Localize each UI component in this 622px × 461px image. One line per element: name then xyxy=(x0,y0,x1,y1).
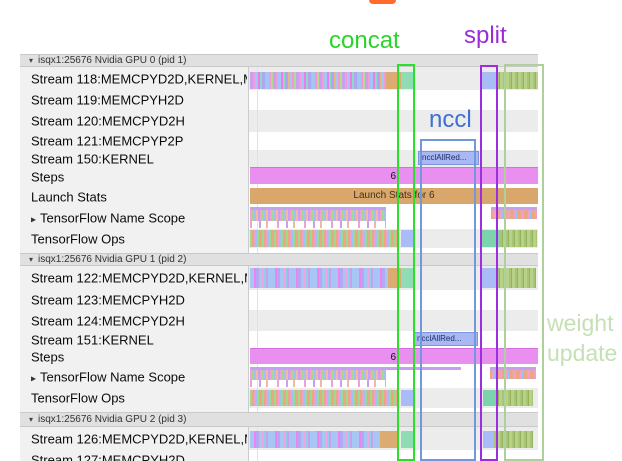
name-scope-topline[interactable] xyxy=(491,207,537,210)
track-row-stream-118: Stream 118:MEMCPYD2D,KERNEL,ME xyxy=(0,67,622,90)
name-scope-label: TensorFlow Name Scope xyxy=(40,210,186,225)
step-number: 6 xyxy=(390,171,396,182)
track-label-name-scope[interactable]: ▸TensorFlow Name Scope xyxy=(31,370,247,385)
name-scope-topline[interactable] xyxy=(250,207,386,210)
concat-event-bar[interactable] xyxy=(401,72,415,89)
track-label-name-scope[interactable]: ▸TensorFlow Name Scope xyxy=(31,210,247,225)
tf-ops-events-bar[interactable] xyxy=(500,230,537,247)
track-row-stream-124: Stream 124:MEMCPYD2H xyxy=(0,310,622,331)
kernel-events-bar[interactable] xyxy=(250,72,386,89)
nccl-annotation-rect xyxy=(420,139,476,461)
step-number: 6 xyxy=(390,352,396,363)
track-label-stream-123: Stream 123:MEMCPYH2D xyxy=(31,292,185,308)
process-header-gpu2[interactable]: ▾ isqx1:25676 Nvidia GPU 2 (pid 3) xyxy=(20,412,538,427)
track-row-name-scope-gpu1: ▸TensorFlow Name Scope xyxy=(0,366,622,388)
collapse-icon[interactable]: ▾ xyxy=(29,255,34,264)
launch-stats-bar[interactable]: Launch Stats for 6 xyxy=(250,188,538,204)
name-scope-events-bar[interactable] xyxy=(250,210,386,221)
track-label-tf-ops: TensorFlow Ops xyxy=(31,231,125,246)
track-label-stream-126: Stream 126:MEMCPYD2D,KERNEL,MI xyxy=(31,431,247,446)
name-scope-ticks[interactable] xyxy=(250,221,386,228)
track-label-steps: Steps xyxy=(31,169,65,185)
track-label-stream-119: Stream 119:MEMCPYH2D xyxy=(31,92,184,108)
process-header-label: isqx1:25676 Nvidia GPU 0 (pid 1) xyxy=(38,55,187,66)
track-row-stream-121: Stream 121:MEMCPYP2P xyxy=(0,132,622,150)
weight-update-events-bar[interactable] xyxy=(494,431,533,448)
track-label-stream-120: Stream 120:MEMCPYD2H xyxy=(31,113,185,129)
track-row-stream-119: Stream 119:MEMCPYH2D xyxy=(0,90,622,110)
clipped-orange-annotation xyxy=(369,0,396,4)
process-header-label: isqx1:25676 Nvidia GPU 2 (pid 3) xyxy=(38,414,187,425)
split-annotation-rect xyxy=(480,65,498,461)
process-header-label: isqx1:25676 Nvidia GPU 1 (pid 2) xyxy=(38,254,187,265)
track-label-stream-118: Stream 118:MEMCPYD2D,KERNEL,ME xyxy=(31,71,247,86)
track-row-stream-123: Stream 123:MEMCPYH2D xyxy=(0,290,622,310)
weight-update-line2: update xyxy=(547,340,618,366)
track-label-stream-150: Stream 150:KERNEL xyxy=(31,151,154,166)
concat-annotation-label: concat xyxy=(329,27,400,54)
name-scope-topline[interactable] xyxy=(250,367,461,370)
track-row-launch-stats: Launch Stats Launch Stats for 6 xyxy=(0,187,622,206)
track-label-stream-127: Stream 127:MEMCPYH2D xyxy=(31,452,185,461)
track-row-stream-150: Stream 150:KERNEL ncclAllRed... xyxy=(0,150,622,167)
track-label-stream-122: Stream 122:MEMCPYD2D,KERNEL,MI xyxy=(31,270,247,286)
weight-update-annotation-rect xyxy=(504,64,544,461)
concat-annotation-rect xyxy=(397,64,415,461)
name-scope-ticks[interactable] xyxy=(250,380,386,387)
process-header-gpu1[interactable]: ▾ isqx1:25676 Nvidia GPU 1 (pid 2) xyxy=(20,253,538,266)
track-row-stream-151: Stream 151:KERNEL ncclAllRed... xyxy=(0,331,622,348)
track-row-stream-120: Stream 120:MEMCPYD2H xyxy=(0,110,622,132)
weight-update-annotation-label: weight update xyxy=(547,308,617,368)
split-event-bar[interactable] xyxy=(483,431,494,448)
name-scope-events-bar[interactable] xyxy=(250,370,386,380)
memcpy-event-bar[interactable] xyxy=(380,431,398,448)
name-scope-events-bar[interactable] xyxy=(490,370,536,379)
name-scope-label: TensorFlow Name Scope xyxy=(40,369,186,385)
track-row-steps-gpu0: Steps 6 xyxy=(0,167,622,187)
process-header-gpu0[interactable]: ▾ isqx1:25676 Nvidia GPU 0 (pid 1) xyxy=(20,54,538,67)
track-row-stream-126: Stream 126:MEMCPYD2D,KERNEL,MI xyxy=(0,427,622,450)
tf-ops-events-bar[interactable] xyxy=(250,230,399,247)
nccl-allreduce-event-bar[interactable]: ncclAllRed... xyxy=(413,332,478,346)
tf-op-event-bar[interactable] xyxy=(401,230,415,247)
collapse-icon[interactable]: ▾ xyxy=(29,415,34,424)
track-row-tf-ops-gpu0: TensorFlow Ops xyxy=(0,229,622,248)
step-bar[interactable]: 6 xyxy=(250,167,538,184)
weight-update-events-bar[interactable] xyxy=(497,268,536,288)
track-label-steps: Steps xyxy=(31,349,65,365)
weight-update-line1: weight xyxy=(547,310,614,336)
kernel-events-bar[interactable] xyxy=(250,431,380,448)
tf-op-event-bar[interactable] xyxy=(401,390,413,406)
name-scope-events-bar[interactable] xyxy=(491,210,537,219)
track-lane xyxy=(249,110,538,132)
track-lane xyxy=(249,310,538,331)
track-row-stream-127: Stream 127:MEMCPYH2D xyxy=(0,450,622,461)
track-label-stream-121: Stream 121:MEMCPYP2P xyxy=(31,133,184,149)
expand-icon[interactable]: ▸ xyxy=(31,214,37,225)
split-event-bar[interactable] xyxy=(482,268,496,288)
expand-icon[interactable]: ▸ xyxy=(31,373,37,385)
name-scope-topline[interactable] xyxy=(490,367,536,370)
track-row-name-scope-gpu0: ▸TensorFlow Name Scope xyxy=(0,206,622,229)
step-bar[interactable]: 6 xyxy=(250,348,538,364)
weight-update-events-bar[interactable] xyxy=(497,72,538,89)
track-label-tf-ops: TensorFlow Ops xyxy=(31,390,125,406)
collapse-icon[interactable]: ▾ xyxy=(29,56,34,65)
track-row-tf-ops-gpu1: TensorFlow Ops xyxy=(0,388,622,408)
nccl-annotation-label: nccl xyxy=(429,106,472,133)
concat-event-bar[interactable] xyxy=(401,268,415,288)
track-label-launch-stats: Launch Stats xyxy=(31,189,107,204)
concat-event-bar[interactable] xyxy=(401,431,414,448)
split-annotation-label: split xyxy=(464,22,507,49)
tf-ops-events-bar[interactable] xyxy=(250,390,398,406)
kernel-events-bar[interactable] xyxy=(250,268,388,288)
track-row-steps-gpu1: Steps 6 xyxy=(0,348,622,366)
tf-op-event-bar[interactable] xyxy=(482,230,500,247)
track-label-stream-124: Stream 124:MEMCPYD2H xyxy=(31,313,185,328)
track-label-stream-151: Stream 151:KERNEL xyxy=(31,332,154,347)
nccl-allreduce-event-bar[interactable]: ncclAllRed... xyxy=(418,151,479,165)
split-event-bar[interactable] xyxy=(482,72,496,89)
tf-op-event-bar[interactable] xyxy=(483,390,496,406)
